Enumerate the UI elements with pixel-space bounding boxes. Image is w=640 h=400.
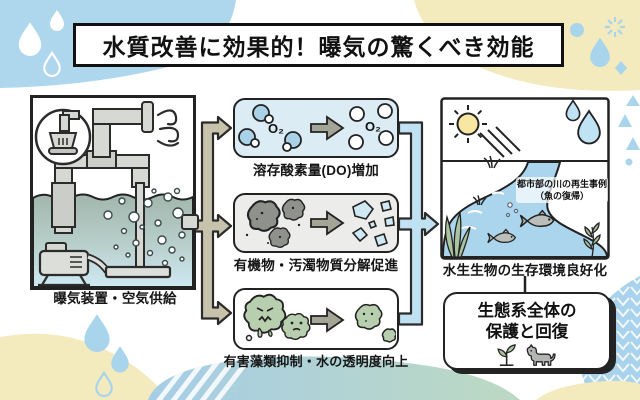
pump-icon bbox=[38, 242, 90, 287]
aeration-tank-illustration bbox=[30, 95, 199, 290]
effect-flow-arrows bbox=[397, 121, 440, 326]
aquatic-plant-icon bbox=[445, 210, 471, 258]
water-wave-marks bbox=[459, 191, 505, 230]
outcome-line1: 生態系全体の bbox=[477, 302, 577, 320]
ecosystem-outcome-box: 生態系全体の 保護と回復 bbox=[443, 292, 611, 370]
o2-label: O₂ bbox=[365, 119, 381, 134]
do-increase-box: O₂ O₂ bbox=[233, 98, 399, 158]
sparkle-icon bbox=[605, 17, 625, 37]
harmful-algae-icons bbox=[243, 293, 311, 342]
page-title: 水質改善に効果的！曝気の驚くべき効能 bbox=[102, 34, 535, 60]
aeration-label: 曝気装置・空気供給 bbox=[53, 291, 177, 306]
caption-line2: （魚の復帰） bbox=[534, 191, 589, 202]
deco-right-edge bbox=[618, 114, 640, 166]
decomposition-box bbox=[233, 193, 399, 253]
sun-rays bbox=[479, 126, 521, 158]
sun-icon bbox=[449, 105, 487, 143]
diamond-deco-icon bbox=[615, 61, 627, 75]
river-result-box: 都市部の川の再生事例 （魚の復帰） bbox=[440, 97, 610, 260]
reduced-algae-icons bbox=[354, 303, 397, 343]
aerator-head-inset bbox=[34, 108, 92, 166]
river-water bbox=[441, 161, 609, 258]
dog-icon bbox=[526, 344, 556, 367]
caption-line1: 都市部の川の再生事例 bbox=[516, 179, 607, 189]
effect-label-do: 溶存酸素量(DO)増加 bbox=[253, 163, 379, 178]
fish-icon bbox=[487, 228, 517, 244]
result-label: 水生生物の生存環境良好化 bbox=[442, 263, 608, 278]
outcome-line2: 保護と回復 bbox=[485, 322, 569, 341]
river-bubbles bbox=[505, 202, 519, 218]
triangle-deco-icon bbox=[626, 95, 640, 106]
algae-suppression-box bbox=[233, 288, 399, 350]
river-caption: 都市部の川の再生事例 （魚の復帰） bbox=[516, 177, 608, 204]
aquatic-plant-icon bbox=[583, 221, 601, 258]
outcome-icons bbox=[497, 344, 556, 367]
oxygen-molecules-before: O₂ bbox=[238, 104, 302, 152]
grass-sprig-icon bbox=[472, 195, 487, 206]
deco-bottom-left-hill bbox=[0, 314, 168, 400]
title-banner: 水質改善に効果的！曝気の驚くべき効能 bbox=[73, 23, 564, 67]
arrow-right-icon bbox=[310, 210, 345, 236]
plant-icon bbox=[497, 344, 516, 367]
do-increase-graphic: O₂ O₂ bbox=[238, 103, 394, 152]
pollutant-blobs bbox=[246, 198, 306, 248]
grass-sprig-icon bbox=[483, 155, 501, 169]
effect-label-algae: 有害藻類抑制・水の透明度向上 bbox=[223, 354, 409, 369]
diffuser-bar bbox=[104, 265, 172, 279]
overflow-pipe-stub bbox=[181, 214, 199, 230]
air-blow-icon bbox=[156, 109, 180, 147]
decomposition-graphic bbox=[245, 198, 395, 248]
droplet-icon bbox=[111, 346, 129, 373]
decomposed-fragments bbox=[351, 200, 395, 248]
droplet-icon bbox=[84, 314, 110, 352]
aeration-flow-arrows bbox=[186, 115, 233, 326]
oxygen-molecules-after: O₂ bbox=[348, 103, 394, 150]
algae-graphic bbox=[243, 293, 397, 343]
river-scene bbox=[440, 97, 610, 260]
fish-icon bbox=[519, 209, 555, 228]
water-droplets-icon bbox=[565, 99, 601, 145]
o2-label: O₂ bbox=[268, 121, 284, 136]
bubbles bbox=[103, 187, 186, 267]
arrow-right-icon bbox=[310, 307, 345, 333]
effect-label-decomposition: 有機物・汚濁物質分解促進 bbox=[233, 258, 399, 273]
circle-deco-icon bbox=[570, 23, 584, 37]
arrow-right-icon bbox=[310, 115, 345, 141]
